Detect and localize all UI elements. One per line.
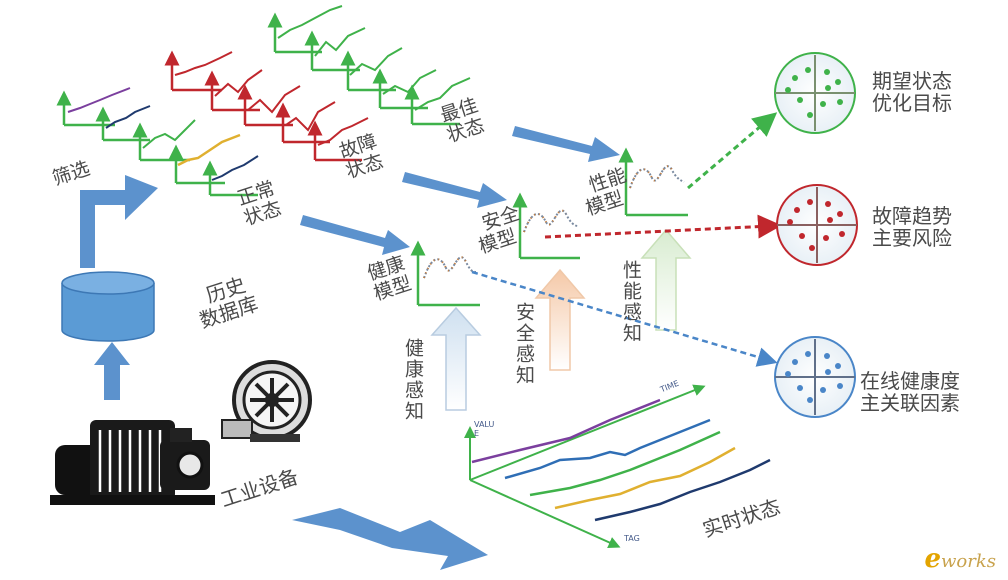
arrow-fault-to-safety (402, 172, 507, 208)
target-circle-fault (776, 184, 858, 266)
fault-charts (164, 50, 369, 162)
health-sensing-arrow (430, 306, 482, 411)
red-dashed-arrow (544, 214, 782, 239)
mini-chart-navy-2 (202, 155, 259, 197)
series-blue (504, 418, 711, 480)
eworks-logo-text: works (941, 551, 996, 572)
mini-chart-purple (56, 87, 131, 127)
mini-chart-yellow (168, 133, 241, 185)
arrow-best-to-performance (512, 126, 620, 162)
realtime-axis-time (469, 384, 706, 481)
series-green (529, 430, 721, 497)
mini-chart-green (132, 119, 196, 162)
mini-chart-navy (95, 105, 151, 142)
best-charts (267, 5, 471, 126)
label-online-health-line1: 在线健康度 (860, 369, 960, 393)
performance-model-chart (618, 147, 688, 217)
label-online-health-line2: 主关联因素 (860, 391, 960, 415)
best-chart-2 (304, 27, 366, 72)
fault-chart-4 (275, 101, 336, 144)
label-expected-state: 期望状态 优化目标 (872, 70, 952, 114)
label-expected-state-line2: 优化目标 (872, 91, 952, 115)
green-dashed-arrow (687, 112, 778, 190)
label-online-health: 在线健康度 主关联因素 (860, 370, 960, 414)
fault-chart-5 (307, 117, 369, 162)
performance-sensing-arrow (640, 228, 692, 331)
target-circle-health (774, 336, 856, 418)
model-charts (410, 147, 688, 307)
series-yellow (554, 446, 736, 510)
label-expected-state-line1: 期望状态 (872, 69, 952, 93)
axis-label-value: VALUE (474, 420, 495, 438)
axis-label-tag: TAG (624, 534, 640, 543)
label-fault-trend: 故障趋势 主要风险 (872, 205, 952, 249)
fault-chart-1 (164, 50, 233, 92)
health-model-chart (410, 240, 480, 307)
series-purple (471, 398, 661, 464)
output-arrows (471, 112, 782, 367)
history-database-icon (61, 271, 155, 342)
best-chart-1 (267, 5, 343, 54)
sensing-arrows (430, 228, 692, 411)
realtime-axis-tag (469, 479, 621, 549)
label-safety-sensing: 安全感知 (513, 302, 535, 386)
motor-pump-icon (50, 420, 215, 505)
blower-icon (221, 360, 312, 442)
arrow-equip-to-realtime (292, 508, 488, 570)
arrow-db-to-filter (80, 175, 158, 268)
label-fault-trend-line2: 主要风险 (872, 226, 952, 250)
label-fault-trend-line1: 故障趋势 (872, 204, 952, 228)
best-chart-3 (340, 47, 403, 92)
safety-sensing-arrow (534, 268, 586, 371)
blue-dashed-arrow (471, 270, 778, 367)
series-navy (594, 458, 771, 522)
target-circle-expected (774, 52, 856, 134)
label-health-sensing: 健康感知 (402, 338, 424, 422)
safety-model-chart (512, 192, 580, 260)
label-performance-sensing: 性能感知 (620, 260, 642, 344)
arrow-normal-to-health (300, 215, 410, 255)
eworks-logo-e: e (924, 544, 941, 574)
filtered-charts (56, 87, 259, 197)
eworks-logo: eworks (924, 544, 996, 574)
arrow-equip-to-db (94, 342, 130, 400)
fault-chart-3 (237, 84, 301, 127)
best-chart-5 (404, 77, 471, 126)
realtime-chart (464, 384, 771, 549)
flow-arrows (80, 126, 620, 570)
